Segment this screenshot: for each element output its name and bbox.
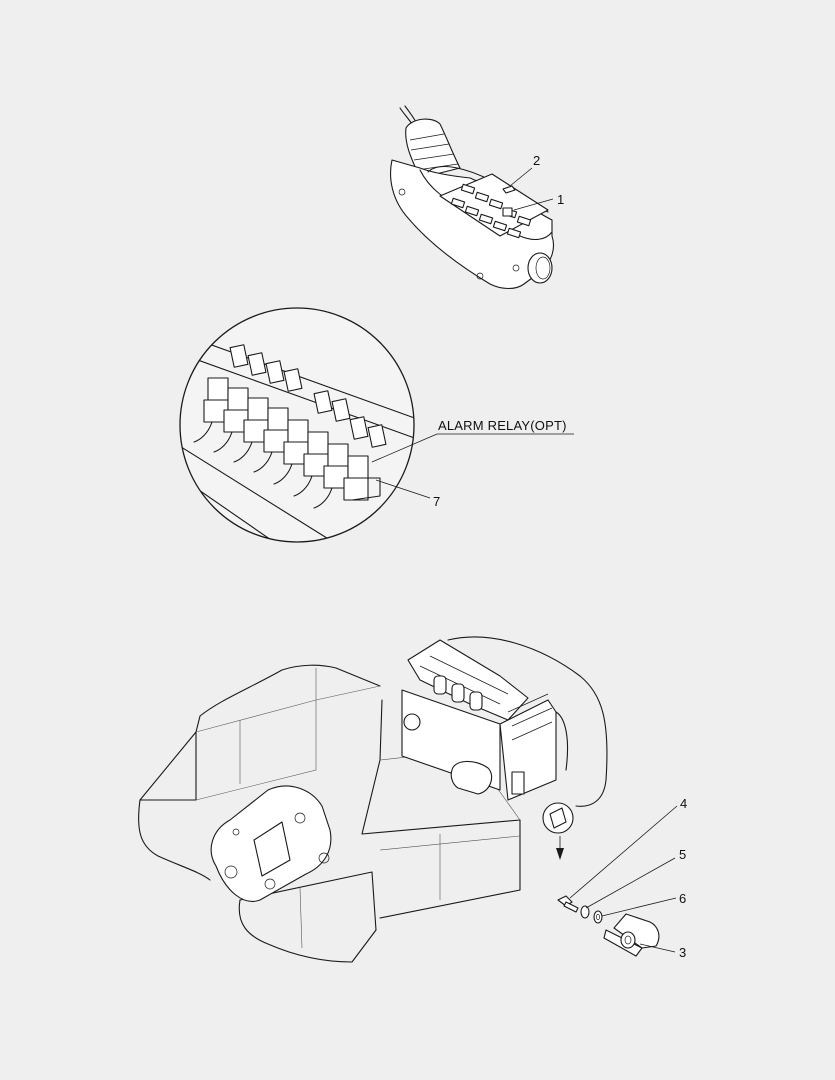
callout-4: 4	[680, 796, 687, 811]
location-circle	[542, 802, 574, 834]
callout-3: 3	[679, 945, 686, 960]
console-switches	[450, 183, 532, 239]
part-2-shape	[502, 185, 516, 194]
callout-5: 5	[679, 847, 686, 862]
engine-block	[401, 639, 569, 801]
leader-line-1	[513, 198, 554, 211]
fuse-label-row	[229, 344, 387, 448]
callout-7: 7	[433, 494, 440, 509]
relay-row	[193, 377, 369, 509]
machine-frame-assembly	[138, 636, 608, 963]
leader-line-2	[509, 167, 533, 187]
leader-line-4	[569, 805, 678, 899]
callout-2: 2	[533, 153, 540, 168]
alarm-relay-note: ALARM RELAY(OPT)	[438, 418, 567, 433]
leader-line-3	[639, 943, 676, 953]
note-leader	[371, 433, 438, 463]
direction-arrow	[556, 848, 564, 860]
callout-1: 1	[557, 192, 564, 207]
alarm-hardware	[557, 895, 660, 957]
seat-console-assembly	[390, 105, 555, 290]
relay-detail-view	[179, 307, 415, 543]
leader-line-5	[585, 857, 676, 909]
callout-6: 6	[679, 891, 686, 906]
leader-line-7	[375, 479, 431, 499]
leader-line-6	[601, 897, 677, 917]
